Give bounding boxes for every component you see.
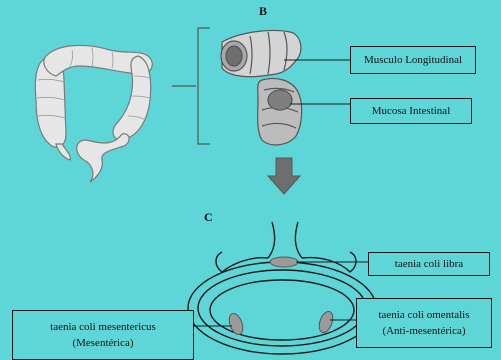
label-taenia-coli-mesentericus-name: taenia coli mesentericus <box>50 319 156 335</box>
cross-section-illustration <box>188 222 376 354</box>
panel-label-b: B <box>259 4 267 19</box>
taenia-bands <box>227 257 336 336</box>
taenia-mesentericus-band <box>227 312 246 337</box>
taenia-libra-band <box>270 257 298 267</box>
panel-label-c: C <box>204 210 213 225</box>
label-mesenterica: (Mesentérica) <box>72 335 133 351</box>
label-anti-mesenterica: (Anti-mesentérica) <box>382 323 465 339</box>
large-intestine-illustration <box>35 45 152 182</box>
label-taenia-coli-libra: taenia coli libra <box>368 252 490 276</box>
label-taenia-coli-omentalis-name: taenia coli omentalis <box>378 307 469 323</box>
colon-segment-illustration <box>221 30 302 144</box>
label-taenia-coli-omentalis: taenia coli omentalis (Anti-mesentérica) <box>356 298 492 348</box>
label-mucosa-intestinal: Mucosa Intestinal <box>350 98 472 124</box>
label-taenia-coli-mesentericus: taenia coli mesentericus (Mesentérica) <box>12 310 194 360</box>
down-arrow-icon <box>268 158 300 194</box>
label-musculo-longitudinal: Musculo Longitudinal <box>350 46 476 74</box>
bracket <box>172 28 210 144</box>
